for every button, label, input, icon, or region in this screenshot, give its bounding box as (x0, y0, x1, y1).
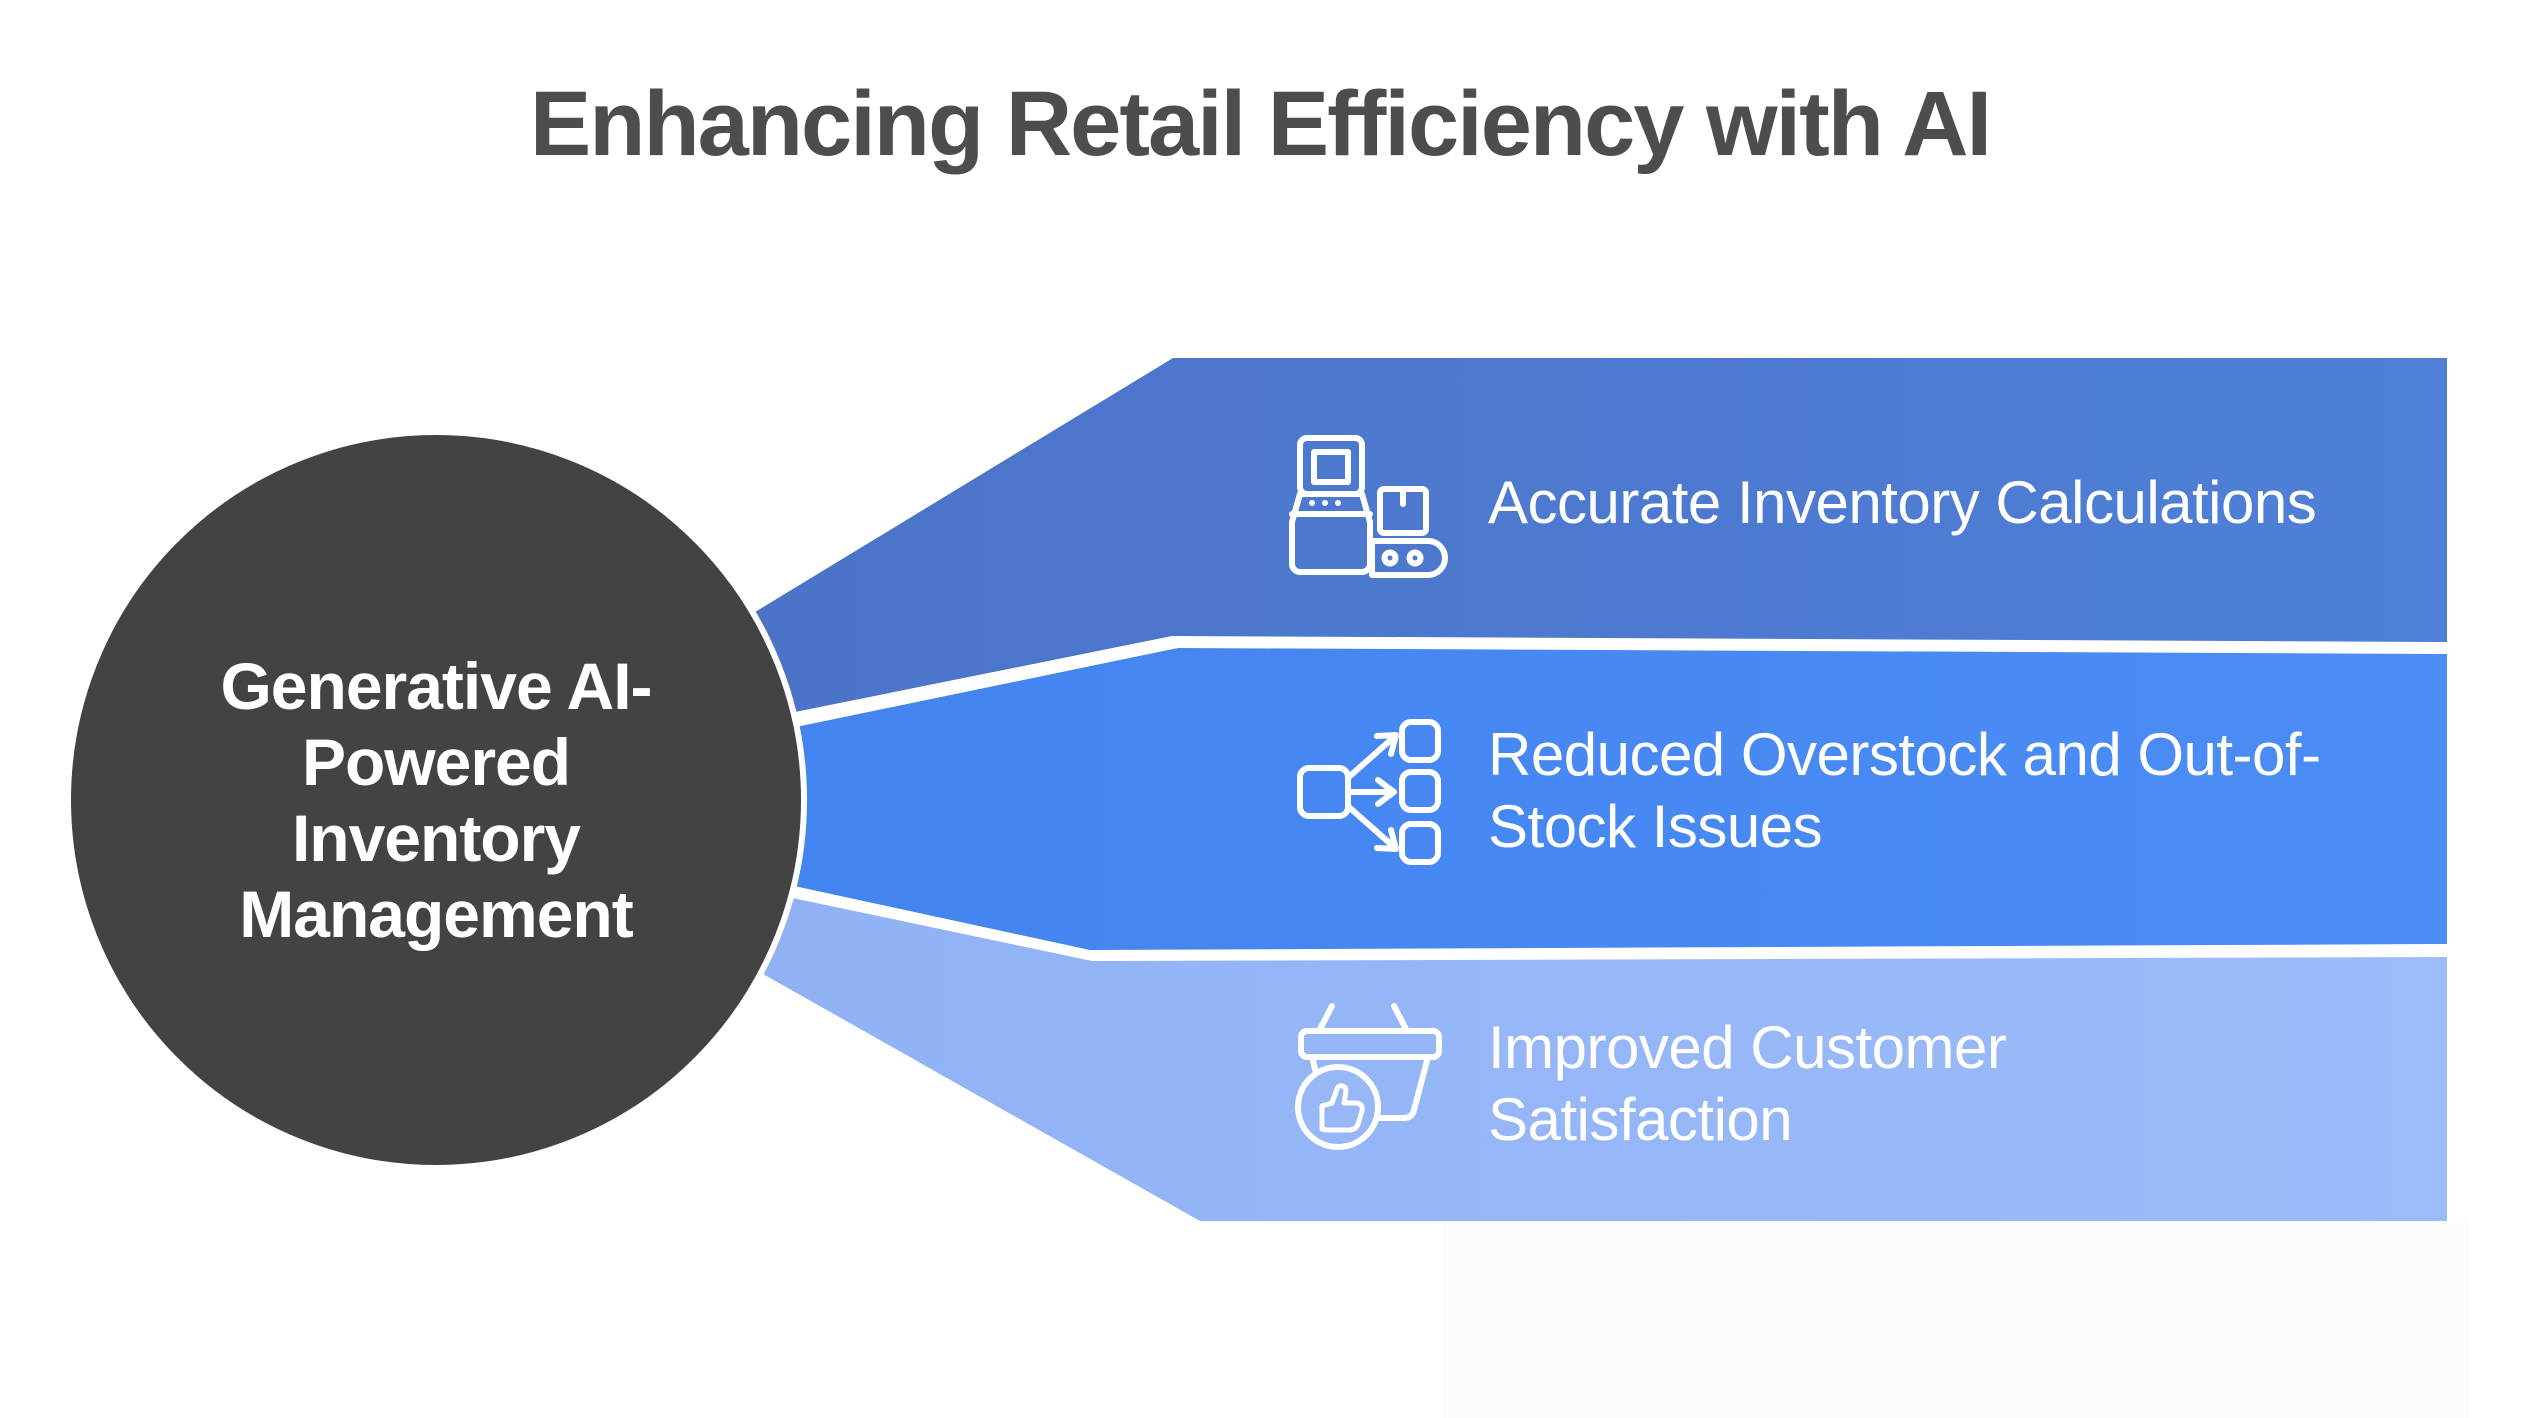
benefit-band-reduced-overstock (785, 648, 2447, 950)
hub-label-line: Inventory (292, 801, 581, 875)
svg-text:Satisfaction: Satisfaction (1488, 1086, 1792, 1153)
svg-text:Reduced Overstock and Out-of-: Reduced Overstock and Out-of- (1488, 721, 2321, 788)
hub-circle (65, 429, 807, 1171)
page-title: Enhancing Retail Efficiency with AI (530, 73, 1990, 175)
benefit-label-1: Accurate Inventory Calculations (1488, 469, 2316, 536)
svg-text:Stock Issues: Stock Issues (1488, 793, 1822, 860)
hub-label-line: Generative AI- (220, 649, 651, 723)
distribution-arrows-icon (1297, 719, 1441, 865)
faint-footer-tint (1441, 1221, 2469, 1418)
benefit-band-customer-satisfaction (763, 896, 2447, 1221)
basket-thumbs-up-icon (1295, 1003, 1442, 1150)
benefit-label-2: Reduced Overstock and Out-of- Stock Issu… (1488, 721, 2321, 860)
benefit-label-3: Improved Customer Satisfaction (1488, 1014, 2007, 1153)
benefit-band-accurate-inventory (755, 358, 2447, 714)
svg-text:Improved Customer: Improved Customer (1488, 1014, 2006, 1081)
hub-label-line: Management (239, 877, 633, 951)
inventory-kiosk-conveyor-icon (1289, 435, 1448, 578)
hub-label-line: Powered (302, 725, 570, 799)
hub-label: Generative AI- Powered Inventory Managem… (220, 649, 652, 951)
